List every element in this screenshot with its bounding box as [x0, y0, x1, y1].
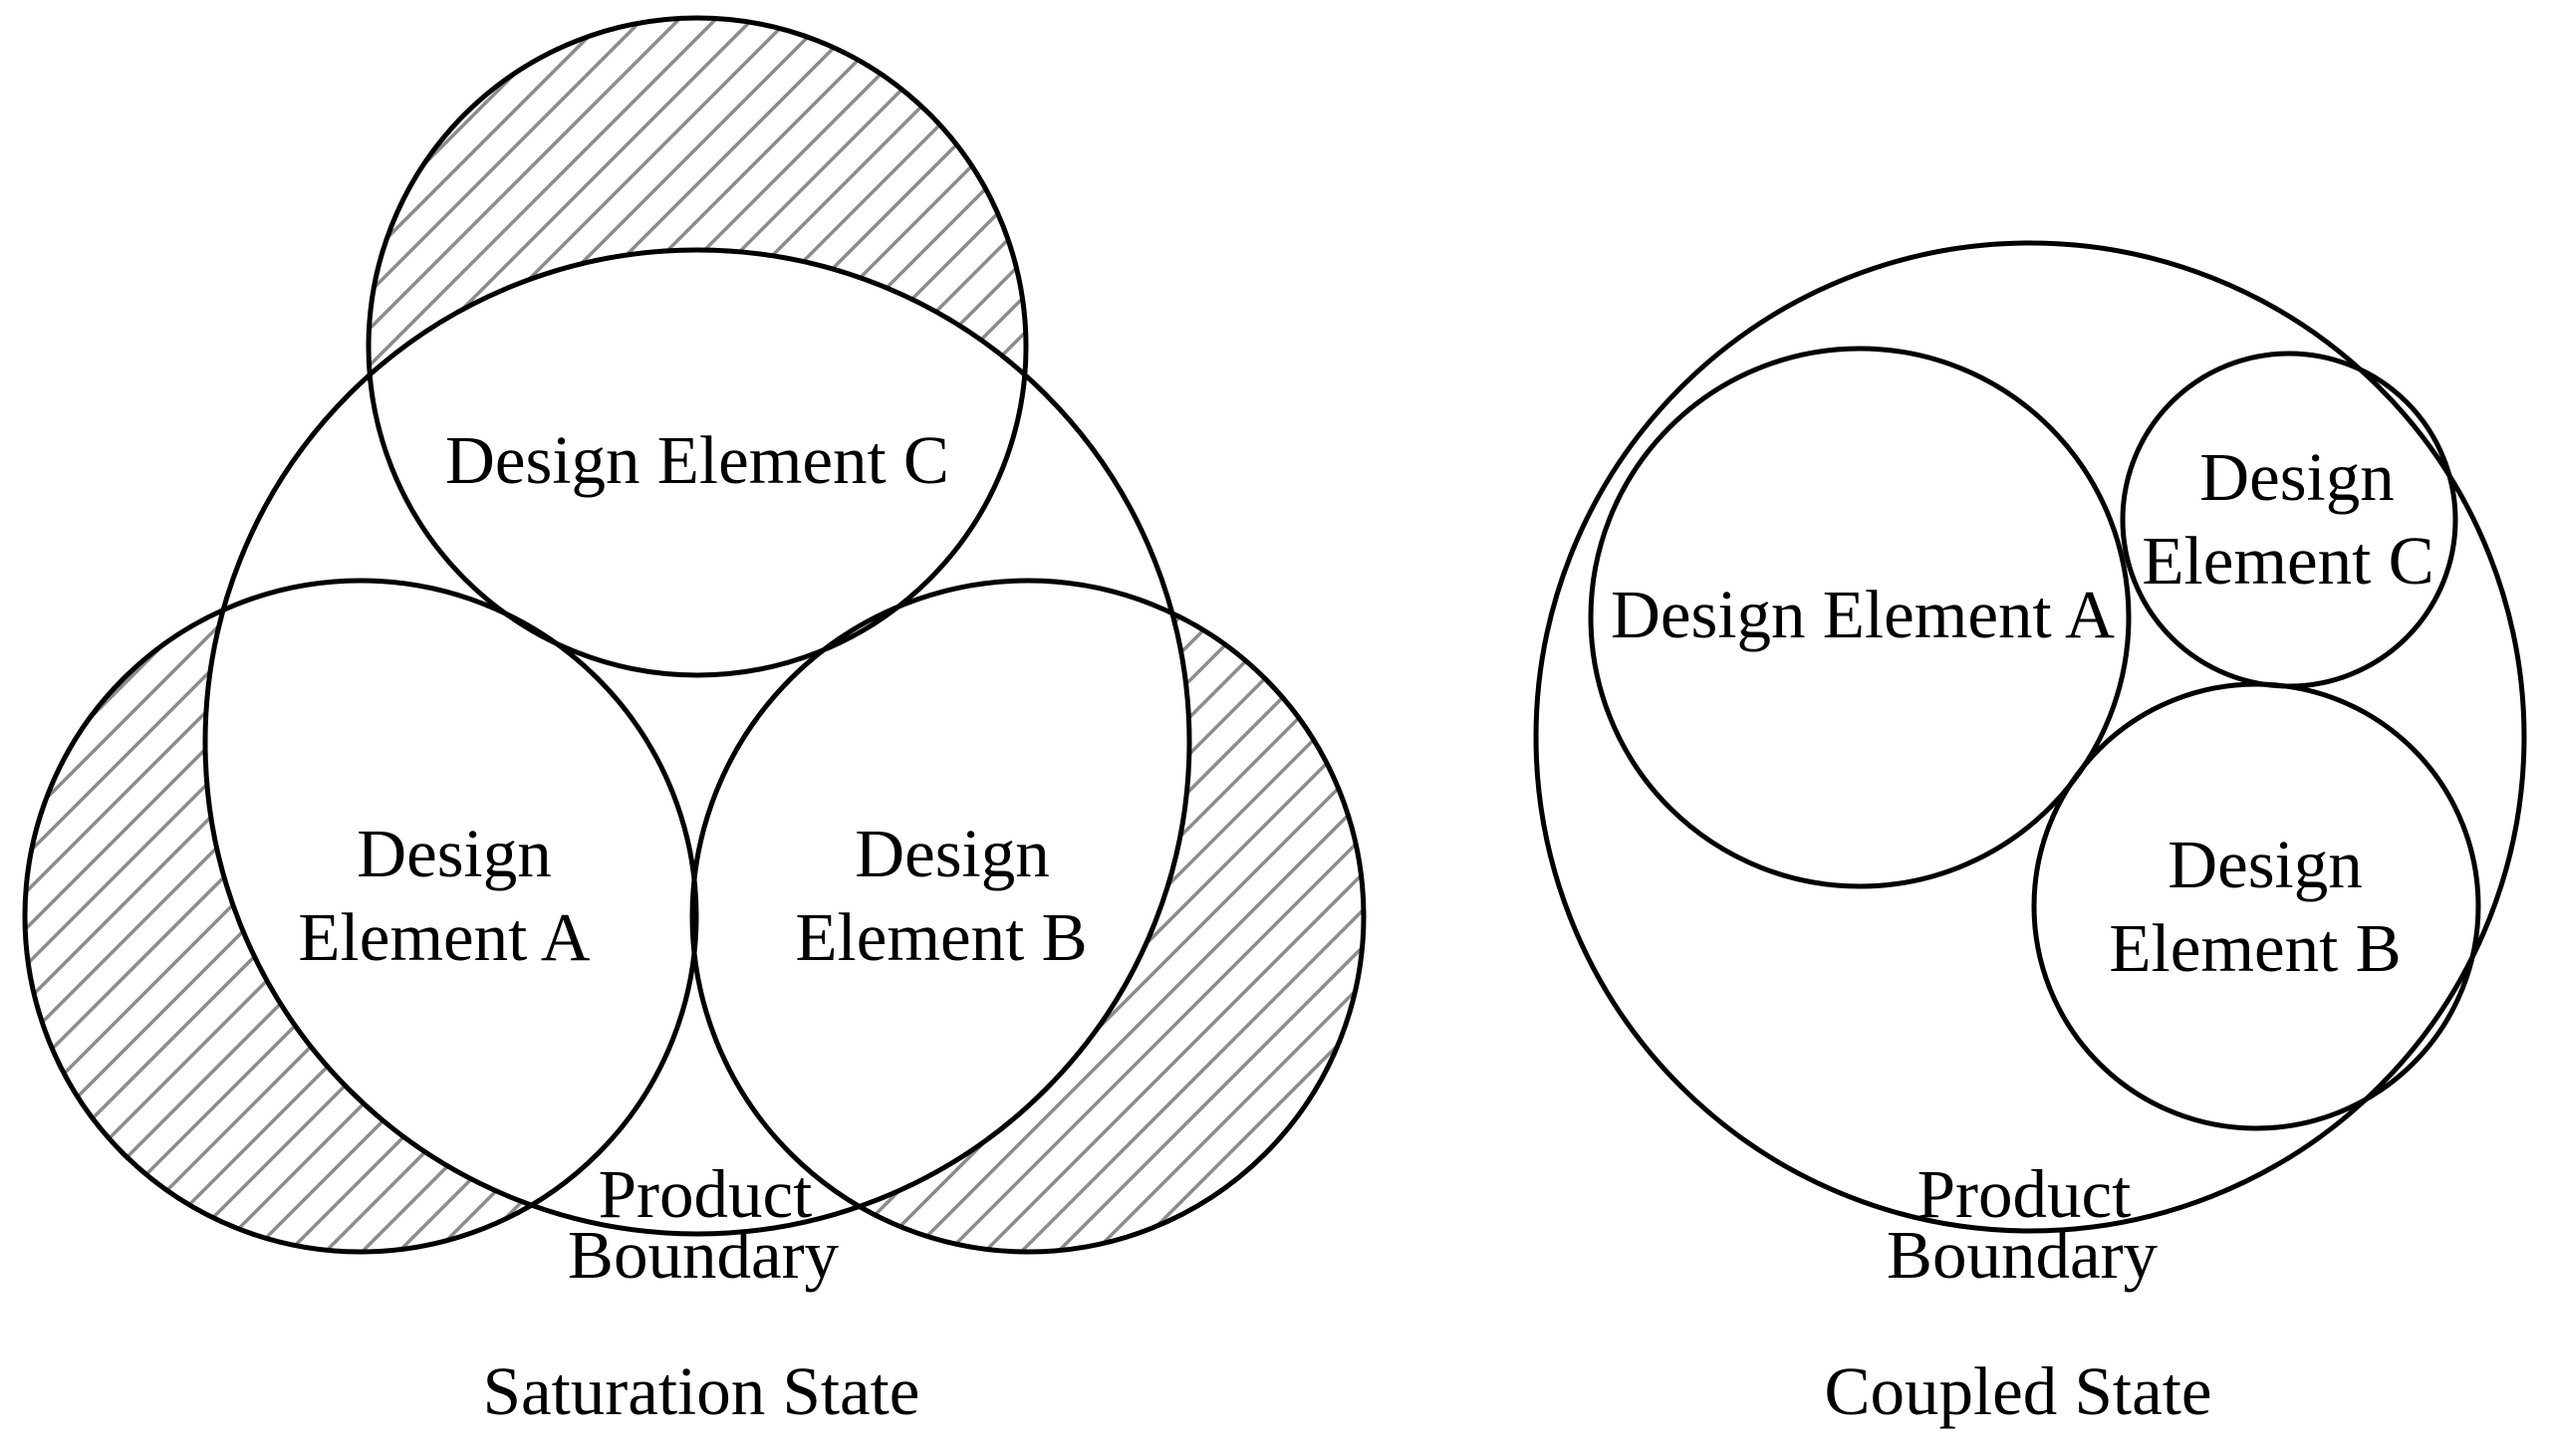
design-element-c-circle: [366, 15, 1029, 678]
sat-element-c-label: Design Element C: [445, 422, 949, 498]
coupled-element-a-label: Design Element A: [1611, 577, 2115, 652]
sat-element-b-label-line1: Design: [855, 816, 1049, 891]
coupled-element-c-label-line2: Element C: [2142, 523, 2433, 599]
boundary-interior: [205, 250, 1189, 1234]
sat-boundary-label-line1: Product: [599, 1156, 813, 1232]
saturation-state-diagram: Design Element C Design Element A Design…: [22, 15, 1367, 1429]
coupled-design-element-b-circle: [2031, 681, 2481, 1131]
sat-element-b-label-line2: Element B: [795, 899, 1087, 975]
coupled-state-caption: Coupled State: [1824, 1353, 2211, 1429]
coupled-element-b-label-line1: Design: [2168, 827, 2362, 902]
coupled-element-b-label-line2: Element B: [2109, 910, 2401, 986]
hatched-overflow-regions: [25, 18, 1364, 1252]
coupled-boundary-label-line1: Product: [1917, 1156, 2132, 1232]
design-element-a-circle: [22, 578, 699, 1255]
sat-element-a-label-line1: Design: [357, 816, 551, 891]
coupled-state-diagram: Design Element A Design Element C Design…: [1533, 240, 2527, 1429]
coupled-element-c-label-line1: Design: [2199, 439, 2394, 515]
design-element-b-circle: [689, 578, 1367, 1255]
sat-element-a-label-line2: Element A: [298, 899, 590, 975]
coupled-design-element-c-circle: [2120, 351, 2458, 689]
coupled-boundary-label-line2: Boundary: [1887, 1217, 2159, 1293]
sat-boundary-label-line2: Boundary: [568, 1217, 840, 1293]
coupled-product-boundary-circle: [1533, 240, 2527, 1234]
product-boundary-circle: [202, 247, 1192, 1237]
coupled-design-element-a-circle: [1588, 346, 2132, 889]
saturation-state-caption: Saturation State: [483, 1353, 920, 1429]
